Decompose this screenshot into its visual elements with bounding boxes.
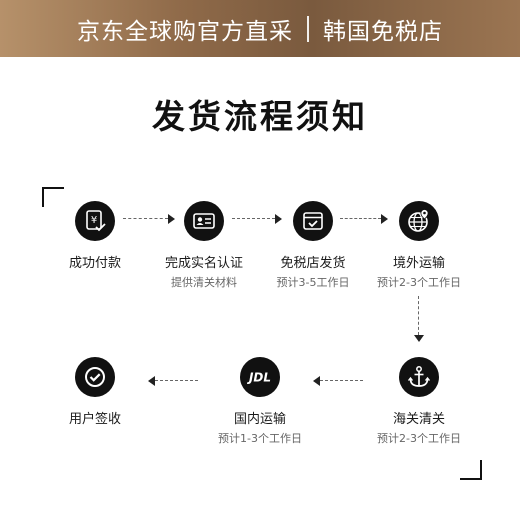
step-overseas-transport: 境外运输 预计2-3个工作日 <box>349 201 489 290</box>
flow-arrow-right <box>123 214 175 224</box>
step-verification: 完成实名认证 提供清关材料 <box>134 201 274 290</box>
step-label: 海关清关 <box>392 412 445 427</box>
globe-pin-icon <box>399 201 439 241</box>
step-label: 免税店发货 <box>280 256 346 271</box>
step-delivery-signed: 用户签收 <box>25 357 165 427</box>
step-label: 境外运输 <box>392 256 445 271</box>
step-payment: ¥ 成功付款 <box>25 201 165 271</box>
package-check-icon <box>293 201 333 241</box>
corner-mark-top-left <box>42 187 64 207</box>
yen-check-icon: ¥ <box>75 201 115 241</box>
page-title: 发货流程须知 <box>152 97 368 136</box>
step-label: 完成实名认证 <box>164 256 243 271</box>
step-customs-clearance: 海关清关 预计2-3个工作日 <box>349 357 489 446</box>
step-label: 国内运输 <box>233 412 286 427</box>
step-label: 成功付款 <box>68 256 121 271</box>
banner-title-right: 韩国免税店 <box>323 18 443 45</box>
step-sublabel: 提供清关材料 <box>171 276 237 289</box>
step-sublabel: 预计2-3个工作日 <box>377 432 461 445</box>
step-label: 用户签收 <box>68 412 121 427</box>
flow-arrow-left <box>148 376 198 386</box>
anchor-icon <box>399 357 439 397</box>
id-card-icon <box>184 201 224 241</box>
jdl-logo-icon: JDL <box>240 357 280 397</box>
flow-arrow-right <box>232 214 282 224</box>
flow-arrow-left <box>313 376 363 386</box>
corner-mark-bottom-right <box>460 460 482 480</box>
step-shipping: 免税店发货 预计3-5工作日 <box>243 201 383 290</box>
step-sublabel: 预计2-3个工作日 <box>377 276 461 289</box>
svg-text:¥: ¥ <box>91 215 97 226</box>
banner-divider <box>307 15 309 42</box>
banner-title-left: 京东全球购官方直采 <box>77 18 293 45</box>
flow-arrow-down <box>414 296 424 342</box>
flow-arrow-right <box>340 214 388 224</box>
check-circle-icon <box>75 357 115 397</box>
header-banner: 京东全球购官方直采 韩国免税店 <box>0 0 520 57</box>
svg-text:JDL: JDL <box>247 371 271 385</box>
step-domestic-transport: JDL 国内运输 预计1-3个工作日 <box>190 357 330 446</box>
step-sublabel: 预计1-3个工作日 <box>218 432 302 445</box>
step-sublabel: 预计3-5工作日 <box>276 276 350 289</box>
